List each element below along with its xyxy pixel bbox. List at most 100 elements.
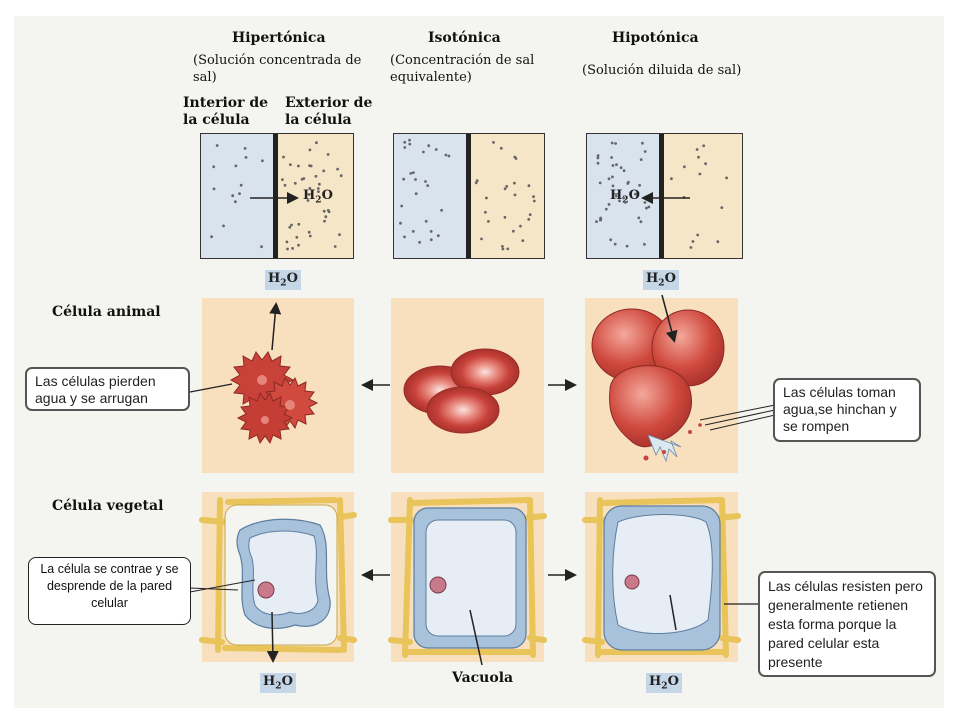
solute-particle bbox=[318, 182, 321, 186]
normal-plant-cell bbox=[388, 497, 547, 658]
solute-particle bbox=[234, 164, 238, 168]
solute-particle bbox=[300, 177, 304, 181]
solute-particle bbox=[639, 220, 643, 224]
solute-particle bbox=[283, 183, 287, 187]
solute-particle bbox=[527, 218, 531, 221]
solute-particle bbox=[645, 206, 648, 210]
solute-particle bbox=[403, 140, 407, 144]
solute-particle bbox=[513, 181, 516, 185]
vacuole-label: Vacuola bbox=[452, 670, 514, 686]
solute-particle bbox=[290, 223, 293, 227]
row-label-animal: Célula animal bbox=[52, 304, 161, 320]
solute-particle bbox=[244, 156, 248, 159]
solute-particle bbox=[429, 238, 433, 242]
solute-particle bbox=[611, 164, 615, 167]
solute-particle bbox=[323, 219, 326, 223]
solute-particle bbox=[261, 159, 264, 163]
solute-particle bbox=[641, 141, 644, 145]
solute-particle bbox=[609, 238, 613, 242]
solute-particle bbox=[622, 169, 626, 173]
solute-particle bbox=[307, 193, 311, 196]
solute-particle bbox=[436, 234, 440, 238]
solute-particle bbox=[307, 230, 311, 234]
solute-particle bbox=[212, 187, 216, 191]
solute-particle bbox=[512, 229, 515, 233]
solute-particle bbox=[424, 219, 428, 223]
solute-particle bbox=[691, 240, 695, 243]
solute-particle bbox=[474, 181, 478, 185]
solute-particle bbox=[440, 208, 443, 212]
solute-particle bbox=[429, 230, 433, 233]
solute-particle bbox=[333, 245, 337, 248]
label-cell-exterior: Exterior de la célula bbox=[285, 95, 373, 128]
column-title-isotonic: Isotónica bbox=[428, 30, 501, 46]
solute-particle bbox=[501, 245, 504, 248]
solute-particle bbox=[499, 146, 503, 150]
solute-particle bbox=[414, 192, 418, 196]
solute-particle bbox=[683, 165, 686, 169]
crenated-red-cell bbox=[229, 351, 319, 445]
solute-particle bbox=[527, 184, 531, 188]
solute-particle bbox=[637, 216, 641, 220]
solute-particle bbox=[215, 144, 219, 147]
solute-particle bbox=[243, 147, 247, 150]
solute-particle bbox=[409, 172, 413, 175]
solute-particle bbox=[697, 155, 700, 159]
solute-particle bbox=[282, 155, 285, 159]
solute-particle bbox=[234, 200, 237, 204]
solute-particle bbox=[501, 247, 505, 251]
solute-particle bbox=[447, 154, 451, 158]
solute-particle bbox=[424, 180, 427, 183]
water-label-plant-hypotonic: H2O bbox=[646, 673, 682, 693]
solute-particle bbox=[696, 233, 700, 237]
solute-particle bbox=[599, 216, 602, 220]
swollen-red-cells bbox=[591, 308, 725, 463]
callout-plant-hypotonic: Las células resisten pero generalmente r… bbox=[758, 571, 936, 677]
solute-particle bbox=[505, 185, 509, 188]
solute-particle bbox=[611, 175, 614, 179]
solute-particle bbox=[492, 141, 495, 144]
solute-particle bbox=[596, 156, 600, 160]
water-label-plant-hypertonic: H2O bbox=[260, 673, 296, 693]
solute-particle bbox=[670, 177, 673, 181]
solute-particle bbox=[643, 201, 647, 204]
solute-particle bbox=[704, 162, 707, 166]
vacuole-pointer-line bbox=[469, 609, 483, 666]
solute-particle bbox=[611, 184, 615, 188]
solute-particle bbox=[326, 209, 330, 212]
solute-particle bbox=[623, 201, 627, 204]
solute-particle bbox=[607, 177, 611, 181]
solute-particle bbox=[231, 194, 235, 198]
column-title-hypertonic: Hipertónica bbox=[232, 30, 326, 46]
solute-particle bbox=[720, 206, 724, 210]
solute-particle bbox=[613, 242, 617, 246]
solute-particle bbox=[484, 210, 487, 214]
solute-particle bbox=[702, 144, 706, 148]
solute-particle bbox=[412, 171, 415, 175]
callout-plant-hypertonic: La célula se contrae y se desprende de l… bbox=[28, 557, 191, 625]
plasmolysed-plant-cell bbox=[199, 497, 357, 653]
solute-particle bbox=[625, 244, 629, 248]
solute-particle bbox=[513, 193, 517, 197]
solute-particle bbox=[647, 205, 651, 209]
solute-particle bbox=[725, 176, 728, 180]
solute-particle bbox=[434, 148, 438, 151]
solute-particle bbox=[281, 178, 284, 182]
solute-particle bbox=[297, 243, 300, 247]
solute-particle bbox=[618, 199, 621, 203]
solute-particle bbox=[422, 150, 425, 154]
water-label-animal-hypotonic: H2O bbox=[643, 270, 679, 290]
solute-particle bbox=[338, 233, 341, 237]
solute-particle bbox=[411, 230, 415, 233]
solute-particle bbox=[698, 172, 702, 176]
solute-particle bbox=[643, 150, 647, 153]
solute-particle bbox=[308, 148, 312, 152]
solute-particle bbox=[596, 161, 600, 165]
water-out-arrow-animal bbox=[269, 302, 282, 351]
solute-particle bbox=[595, 220, 598, 224]
solute-particle bbox=[521, 239, 525, 243]
concentration-box-isotonic bbox=[393, 133, 545, 259]
solute-particle bbox=[716, 240, 720, 244]
solute-particle bbox=[619, 166, 623, 170]
